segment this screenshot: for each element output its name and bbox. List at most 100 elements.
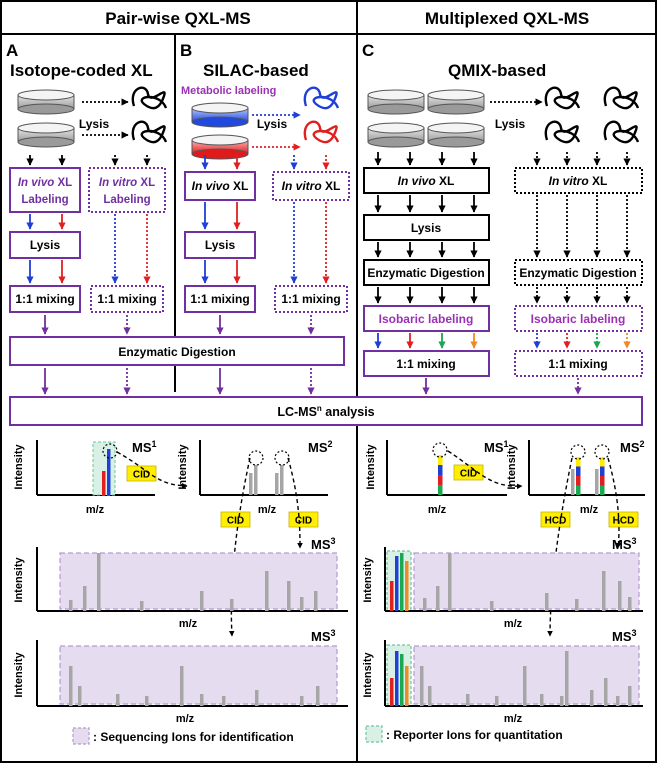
bar-l-ms3a-4	[200, 591, 204, 611]
box-c-mixing-dashed	[514, 350, 643, 377]
box-c-invitro	[514, 167, 643, 194]
label-mz-r-ms1: m/z	[428, 504, 447, 516]
bar-r-ms3b-3	[495, 696, 499, 706]
bar-r-ms3b-5	[540, 694, 544, 706]
label-ms3-r-b-sup: 3	[632, 628, 637, 638]
bar-r-ms2-1	[571, 469, 575, 495]
bar-l-ms3b-0	[69, 666, 73, 706]
header-pairwise: Pair-wise QXL-MS	[105, 9, 250, 28]
bar-r-ms3a-6	[602, 571, 606, 611]
box-b-invivo	[184, 171, 256, 201]
curve-r-ms2-ms3a	[607, 457, 622, 549]
label-ms1-r-base: MS	[484, 440, 504, 455]
badge-cid-l-1: CID	[133, 470, 150, 481]
bar-l-ms3b-7	[255, 690, 259, 706]
legend-sequencing: : Sequencing Ions for identification	[93, 730, 294, 744]
circle-r-ms2-b	[594, 444, 610, 460]
label-ms3-l-a: MS3	[311, 536, 336, 552]
bar-r-ms3a-rep-1	[395, 556, 399, 611]
culture-dishes	[17, 89, 485, 160]
text-a-labeling-2: Labeling	[103, 194, 150, 206]
bar-r-ms3a-rep-2	[400, 553, 404, 611]
box-a-mixing	[9, 285, 81, 313]
label-ms3-r-a: MS3	[612, 536, 637, 552]
box-ab-enzymatic-digestion	[9, 336, 345, 366]
box-c-isobaric-dashed	[514, 305, 643, 332]
dish-c-4	[427, 122, 485, 148]
bar-l-ms3a-3	[140, 601, 144, 611]
bar-l-ms2-2	[254, 465, 258, 495]
text-b-invivo: In vivo XL	[192, 179, 249, 193]
bar-l-ms2-4	[280, 465, 284, 495]
badge-hcd-r-2: HCD	[613, 516, 635, 527]
bar-l-ms3b-1	[78, 686, 82, 706]
panel-b-letter: B	[180, 41, 192, 60]
text-c-digestion-dashed: Enzymatic Digestion	[519, 266, 636, 280]
panel-b-subtitle: Metabolic labeling	[181, 85, 276, 97]
bar-r-ms3b-rep-1	[395, 651, 399, 706]
bar-l-ms1-red	[102, 471, 106, 495]
box-lcms-analysis	[9, 396, 643, 426]
dish-a-2	[17, 122, 75, 148]
badge-hcd-r-1: HCD	[545, 516, 567, 527]
bar-r-ms3b-0	[420, 666, 424, 706]
panel-b-title: SILAC-based	[203, 61, 309, 80]
bar-r-ms3b-rep-2	[400, 654, 404, 706]
tangle-a-2	[131, 120, 168, 144]
dish-a-2-base	[17, 136, 75, 148]
bar-l-ms3a-2	[97, 553, 101, 611]
label-ms2-r-sup: 2	[640, 439, 645, 449]
lysis-label-a: Lysis	[79, 117, 110, 131]
dish-a-1-base	[17, 103, 75, 115]
text-c-invivo: In vivo XL	[398, 174, 455, 188]
dish-a-1-rim	[17, 89, 75, 101]
bar-r-ms3b-10	[616, 696, 620, 706]
bar-r-ms2-b-seg-3	[600, 485, 605, 495]
bar-r-ms3b-11	[628, 686, 632, 706]
bar-l-ms3b-9	[316, 686, 320, 706]
dish-a-1	[17, 89, 75, 115]
label-ms2-r-base: MS	[620, 440, 640, 455]
box-b-lysis	[184, 231, 256, 259]
legend-swatch-sequencing	[72, 727, 90, 745]
bar-r-ms3b-7	[565, 651, 569, 706]
dish-b-2	[191, 134, 249, 160]
label-mz-l-ms3b: m/z	[176, 713, 195, 725]
spectrum-r-ms1: Intensity MS1 m/z CID	[365, 439, 523, 516]
legend-swatch-reporter	[365, 725, 383, 743]
label-intensity-r-ms1: Intensity	[365, 444, 377, 490]
bar-l-ms3b-6	[222, 696, 226, 706]
box-c-lysis	[363, 214, 490, 241]
box-b-invitro	[272, 171, 350, 201]
text-c-mixing-dashed: 1:1 mixing	[548, 357, 607, 371]
bar-r-ms2-b-seg-2	[600, 476, 605, 486]
text-lcms-analysis: LC-MSn analysis	[277, 404, 374, 419]
text-b-lysis: Lysis	[205, 238, 236, 252]
tangle-c-1	[544, 86, 581, 110]
label-intensity-l-ms1: Intensity	[13, 444, 25, 490]
bar-r-ms3b-rep-3	[405, 666, 409, 706]
label-ms3-l-b: MS3	[311, 628, 336, 644]
label-ms1-r-sup: 1	[504, 439, 509, 449]
box-c-digestion	[363, 259, 490, 286]
tangle-c-4	[603, 120, 640, 144]
badge-cid-r-1: CID	[460, 469, 477, 480]
circle-l-ms2-a	[248, 450, 264, 466]
bar-l-ms3b-8	[300, 696, 304, 706]
label-ms2-l-sup: 2	[328, 439, 333, 449]
dish-b-1	[191, 102, 249, 128]
dish-b-2-rim	[191, 134, 249, 146]
bar-l-ms3a-9	[314, 591, 318, 611]
bar-r-ms3b-rep-0	[390, 678, 394, 706]
label-ms2-r: MS2	[620, 439, 645, 455]
badge-hcd-r-1-bg	[540, 511, 571, 528]
bar-l-ms1-blue	[107, 449, 111, 495]
text-ab-enzymatic-digestion: Enzymatic Digestion	[118, 345, 235, 359]
